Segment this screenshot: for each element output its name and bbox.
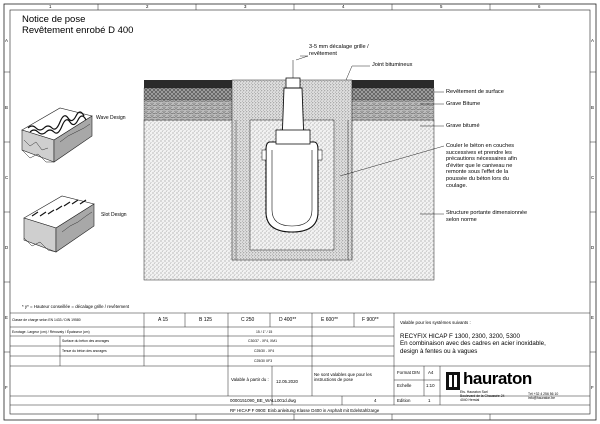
- class-c250: C 250: [241, 317, 255, 323]
- grid-row-e-right: E: [591, 315, 594, 320]
- grid-row-d-right: D: [591, 245, 595, 250]
- class-b125: B 125: [199, 317, 213, 323]
- grid-col-5: 5: [440, 4, 443, 9]
- systems-line-3: design à fentes ou à vagues: [400, 347, 478, 355]
- grid-col-1: 1: [49, 4, 52, 9]
- company-line-1: Ets. Hauraton Sarl: [460, 390, 488, 394]
- drawing-number: 0000151090_BE_WALL001d.dwg: [230, 398, 296, 403]
- format-label: Format DIN: [397, 370, 420, 375]
- concrete-line-5: remonte sous l'effet de la: [446, 169, 509, 176]
- grid-col-3: 3: [244, 4, 247, 9]
- grid-row-b: B: [5, 105, 8, 110]
- grid-col-6: 6: [538, 4, 541, 9]
- concrete-line-6: poussée du béton lors du: [446, 175, 509, 182]
- grid-row-c: C: [5, 175, 9, 180]
- grid-row-b-right: B: [591, 105, 594, 110]
- grid-row-d: D: [5, 245, 9, 250]
- company-line-3: 4040 Herstal: [460, 398, 480, 402]
- class-a15: A 15: [158, 317, 169, 323]
- concrete-line-7: coulage.: [446, 182, 468, 189]
- grid-col-2: 2: [146, 4, 149, 9]
- wave-design-label: Wave Design: [96, 115, 126, 121]
- structure-line-1: Structure portante dimensionnée: [446, 210, 528, 216]
- systems-line-2: En combinaison avec des cadres en acier …: [400, 340, 546, 348]
- title-line-1: Notice de pose: [22, 14, 86, 25]
- drawing-caption: RF HICAP F 0900: Einb.anleitung Klasse D…: [230, 408, 380, 413]
- grid-row-a-right: A: [591, 38, 594, 43]
- row3-value: C30/37 - XF4, XM1: [248, 339, 278, 343]
- grid-row-c-right: C: [591, 175, 595, 180]
- annotation-concrete: Couler le béton en couches successives e…: [446, 143, 517, 189]
- valid-from-label: Valable à partir du :: [231, 377, 269, 382]
- scale-label: Echelle: [397, 383, 412, 388]
- systems-heading: Valable pour les systèmes suivants :: [400, 320, 471, 325]
- annotation-structure: Structure portante dimensionnée selon no…: [446, 210, 527, 223]
- grid-row-a: A: [5, 38, 8, 43]
- row3-label: Surface du béton des ancrages: [62, 339, 110, 343]
- company-contact: Tél +32 4 256 56 10 info@hauraton.be: [528, 392, 558, 400]
- grid-col-4: 4: [342, 4, 345, 9]
- class-e600: E 600**: [321, 317, 338, 323]
- slot-design-label: Slot Design: [101, 212, 127, 218]
- valid-from-date: 12.05.2020: [276, 379, 298, 384]
- row4-value: C25/30 - XF4: [254, 349, 275, 353]
- company-phone: Tél +32 4 256 56 10: [528, 392, 559, 396]
- title-line-2: Revêtement enrobé D 400: [22, 25, 134, 36]
- class-d400: D 400**: [279, 317, 297, 323]
- company-line-2: Boulevard de la Chaussée 24: [460, 394, 505, 398]
- footnote: * y* = Hauteur conseillée = décalage gri…: [22, 304, 130, 309]
- sheet-number: 4: [374, 398, 377, 403]
- company-address: Ets. Hauraton Sarl Boulevard de la Chaus…: [460, 390, 505, 402]
- annotation-grave-bitume: Grave Bitume: [446, 101, 481, 107]
- hauraton-logo-mark: [446, 372, 460, 390]
- concrete-line-3: précautions nécessaires afin: [446, 156, 517, 163]
- annotation-joint: Joint bitumineux: [372, 62, 413, 68]
- slot-design-illustration: [23, 195, 95, 253]
- annotation-surface: Revêtement de surface: [446, 89, 504, 95]
- row2-value: 15 / 1" / 15: [256, 330, 273, 334]
- wave-design-illustration: [21, 107, 93, 163]
- concrete-line-2: successives et prendre les: [446, 149, 512, 156]
- class-f900: F 900**: [362, 317, 379, 323]
- company-logo-text: hauraton: [463, 369, 532, 388]
- not-valid-note: Ne sont valables que pour les instructio…: [314, 372, 372, 383]
- grid-row-f: F: [5, 385, 8, 390]
- concrete-line-4: d'éviter que le caniveau ne: [446, 162, 513, 169]
- annotation-grave-bitume-2: Grave bitumé: [446, 123, 480, 129]
- edition-value: 1: [428, 398, 431, 403]
- systems-line-1: RECYFIX HICAP F 1300, 2300, 3200, 5300: [400, 333, 520, 340]
- grid-row-e: E: [5, 315, 8, 320]
- scale-value: 1:10: [426, 383, 435, 388]
- format-value: A4: [428, 370, 434, 375]
- concrete-line-1: Couler le béton en couches: [446, 143, 515, 149]
- annotation-gap: 3-5 mm décalage grille / revêtement: [309, 44, 369, 57]
- page-title: Notice de pose Revêtement enrobé D 400: [22, 14, 133, 36]
- grid-row-f-right: F: [591, 385, 594, 390]
- structure-line-2: selon norme: [446, 216, 477, 223]
- title-block-grid: [10, 312, 590, 406]
- edition-label: Edition: [397, 398, 411, 403]
- class-row-label: Classe de charge selon EN 1433 / DIN 195…: [12, 318, 81, 322]
- cross-section-drawing: [143, 55, 445, 281]
- row2-label: Ecrotage. Largeur (cm) / Rénovaty / Épai…: [12, 330, 90, 334]
- company-email: info@hauraton.be: [528, 396, 556, 400]
- systems-list: RECYFIX HICAP F 1300, 2300, 3200, 5300 E…: [400, 333, 546, 355]
- row4-label: Tenue du béton des ancrages: [62, 349, 107, 353]
- row5-value: C25/30 XF3: [254, 359, 273, 363]
